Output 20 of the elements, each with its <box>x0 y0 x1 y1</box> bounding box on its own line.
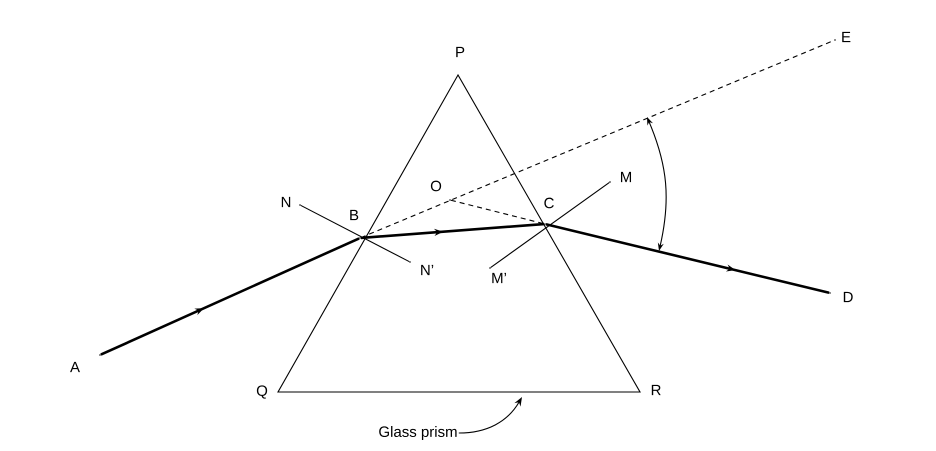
point-label: N <box>282 196 290 208</box>
point-label: O <box>430 180 442 192</box>
point-label: N’ <box>421 264 434 276</box>
point-label: M <box>620 172 632 182</box>
light-ray <box>100 237 360 356</box>
vertex-label: Q <box>256 385 268 399</box>
point-label: D <box>844 292 853 302</box>
point-label: A <box>70 362 80 372</box>
vertex-label: P <box>456 46 464 58</box>
light-ray <box>360 222 544 240</box>
point-label: B <box>350 210 358 220</box>
point-label: C <box>544 198 554 208</box>
normal-line <box>490 182 610 268</box>
vertex-label: R <box>652 384 661 396</box>
dashed-line <box>450 200 544 224</box>
point-label: E <box>842 32 850 42</box>
light-ray <box>546 222 830 294</box>
caption-text: Glass prism <box>379 426 457 440</box>
normal-line <box>300 204 410 262</box>
point-label: M’ <box>492 272 506 284</box>
